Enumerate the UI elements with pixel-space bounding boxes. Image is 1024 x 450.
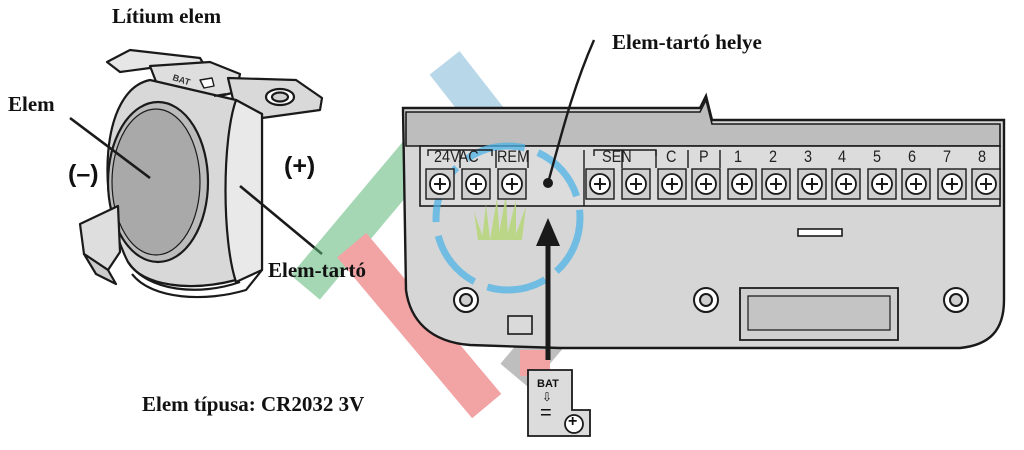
terminal-group-brackets: [427, 149, 721, 206]
screw-terminal: [831, 168, 861, 200]
watermark-grass: [474, 194, 526, 240]
battery-holder-plate: [527, 369, 591, 437]
terminal-label-zone-5: 5: [873, 147, 882, 166]
plate-arrow-icon: ⇩: [542, 390, 553, 404]
leader-holder-location: [546, 39, 596, 184]
screw-terminal: [727, 168, 757, 200]
plate-minus-mark: =: [540, 402, 552, 424]
terminal-label-zone-1: 1: [734, 147, 743, 166]
label-plus-polarity: (+): [284, 152, 316, 180]
screw-terminal: [761, 168, 791, 200]
terminal-label-24vac: 24VAC: [434, 147, 479, 166]
screw-terminal: [691, 168, 721, 200]
terminal-label-rem: REM: [497, 147, 530, 166]
screw-terminal: [497, 168, 527, 200]
label-battery-type: Elem típusa: CR2032 3V: [142, 392, 365, 416]
plate-plus-icon: +: [568, 413, 578, 430]
label-holder-location: Elem-tartó helye: [612, 30, 762, 54]
mounting-screw-left: [453, 287, 479, 313]
terminal-label-zone-4: 4: [838, 147, 847, 166]
insertion-arrow: [536, 218, 560, 360]
plate-bat-label: BAT: [537, 378, 559, 390]
screw-terminal: [797, 168, 827, 200]
mounting-screw-middle: [693, 287, 719, 313]
screw-terminal: [971, 168, 1001, 200]
terminal-label-p: P: [699, 147, 709, 166]
leader-battery: [69, 116, 151, 180]
battery-holder-illustration: [78, 48, 324, 299]
screw-terminals: [425, 168, 1001, 200]
screw-terminal: [585, 168, 615, 200]
terminal-label-zone-2: 2: [769, 147, 778, 166]
label-lithium-battery: Lítium elem: [112, 4, 222, 28]
watermark-circle: [432, 142, 584, 294]
mounting-screw-right: [943, 287, 969, 313]
screw-terminal: [621, 168, 651, 200]
screw-terminal: [425, 168, 455, 200]
leader-holder: [239, 184, 323, 256]
terminal-label-c: C: [666, 147, 677, 166]
label-battery: Elem: [8, 92, 55, 116]
label-battery-holder: Elem-tartó: [268, 258, 366, 282]
screw-terminal: [867, 168, 897, 200]
screw-terminal: [657, 168, 687, 200]
terminal-label-zone-7: 7: [943, 147, 952, 166]
screw-terminal: [461, 168, 491, 200]
terminal-label-zone-6: 6: [908, 147, 917, 166]
label-minus-polarity: (–): [68, 160, 99, 188]
terminal-label-zone-8: 8: [978, 147, 987, 166]
terminal-label-sen: SEN: [602, 147, 632, 166]
screw-terminal: [901, 168, 931, 200]
screw-terminal: [937, 168, 967, 200]
terminal-label-zone-3: 3: [804, 147, 813, 166]
